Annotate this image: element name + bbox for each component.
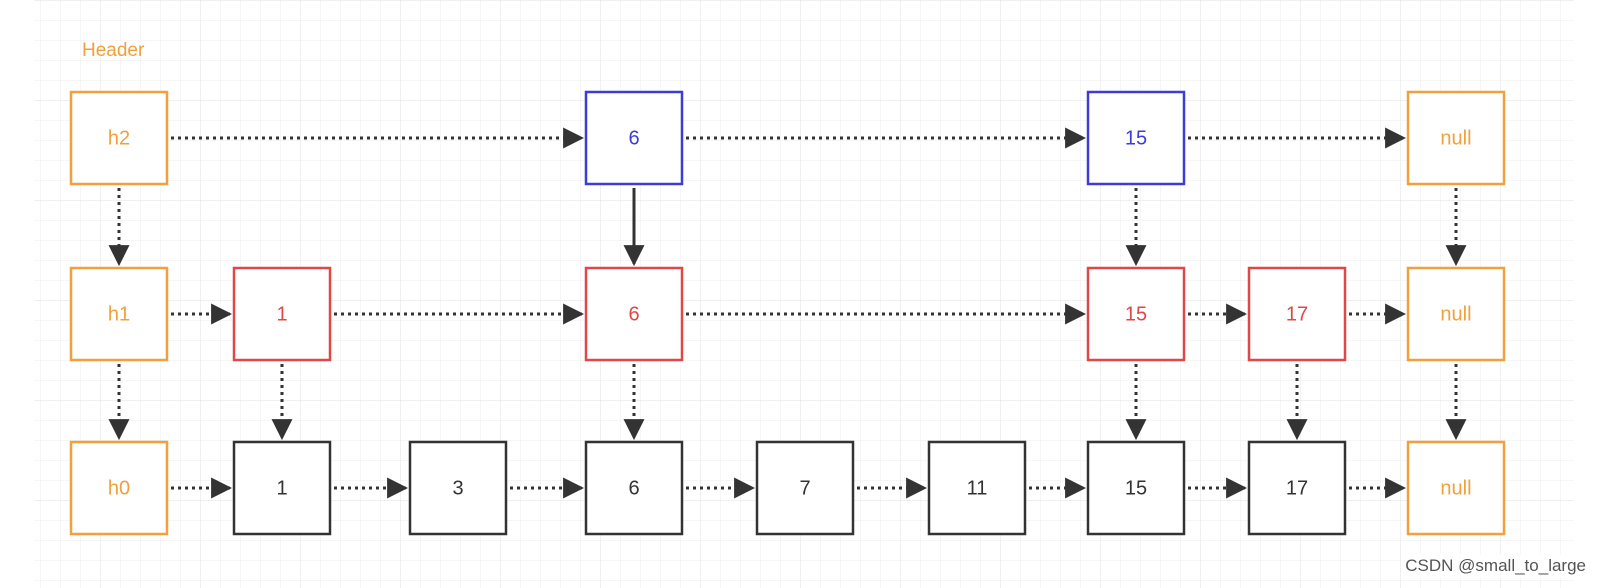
h2-head-head-label: h2 <box>108 127 130 149</box>
h1-head-head: h1 <box>69 266 169 362</box>
h1-node-17-label: 17 <box>1286 303 1308 325</box>
nodes: h2 6 15 null h1 1 6 15 17 null h0 1 3 6 7 11 15 17 null <box>69 90 1506 536</box>
edges <box>108 127 1467 499</box>
h0-node-7: 7 <box>755 440 855 536</box>
h1-node-6-box <box>584 266 684 362</box>
h1-head-head-box <box>69 266 169 362</box>
h2-node-6-box <box>584 90 684 186</box>
h1-node-15-label: 15 <box>1125 303 1147 325</box>
h2-tail-tail-box <box>1406 90 1506 186</box>
h0-node-1: 1 <box>232 440 332 536</box>
h1-tail-tail-label: null <box>1440 303 1471 325</box>
h0-node-6: 6 <box>584 440 684 536</box>
watermark-text: CSDN @small_to_large <box>1401 554 1590 578</box>
h2-node-15: 15 <box>1086 90 1186 186</box>
h0-node-3-box <box>408 440 508 536</box>
h2-head-head: h2 <box>69 90 169 186</box>
h1-node-1-label: 1 <box>276 303 287 325</box>
h1-node-1: 1 <box>232 266 332 362</box>
h1-node-1-box <box>232 266 332 362</box>
h2-node-15-box <box>1086 90 1186 186</box>
h0-head-head-box <box>69 440 169 536</box>
h0-node-6-label: 6 <box>628 477 639 499</box>
h0-tail-tail-label: null <box>1440 477 1471 499</box>
h1-head-head-label: h1 <box>108 303 130 325</box>
h1-node-6-label: 6 <box>628 303 639 325</box>
h0-tail-tail-box <box>1406 440 1506 536</box>
h0-node-11-box <box>927 440 1027 536</box>
h0-node-3-label: 3 <box>452 477 463 499</box>
h0-node-15: 15 <box>1086 440 1186 536</box>
h2-node-6: 6 <box>584 90 684 186</box>
h0-head-head-label: h0 <box>108 477 130 499</box>
h0-node-15-box <box>1086 440 1186 536</box>
h1-node-17: 17 <box>1247 266 1347 362</box>
h1-node-6: 6 <box>584 266 684 362</box>
h1-node-15: 15 <box>1086 266 1186 362</box>
h2-node-15-label: 15 <box>1125 127 1147 149</box>
h0-node-15-label: 15 <box>1125 477 1147 499</box>
h0-node-17: 17 <box>1247 440 1347 536</box>
h2-head-head-box <box>69 90 169 186</box>
h2-tail-tail: null <box>1406 90 1506 186</box>
h0-node-17-label: 17 <box>1286 477 1308 499</box>
h2-tail-tail-label: null <box>1440 127 1471 149</box>
h1-node-17-box <box>1247 266 1347 362</box>
h1-tail-tail: null <box>1406 266 1506 362</box>
header-label: Header <box>82 40 145 61</box>
h1-node-15-box <box>1086 266 1186 362</box>
h0-node-17-box <box>1247 440 1347 536</box>
h0-node-7-label: 7 <box>799 477 810 499</box>
h0-node-11-label: 11 <box>967 477 988 499</box>
h0-node-7-box <box>755 440 855 536</box>
h0-node-3: 3 <box>408 440 508 536</box>
h0-tail-tail: null <box>1406 440 1506 536</box>
h2-node-6-label: 6 <box>628 127 639 149</box>
h0-head-head: h0 <box>69 440 169 536</box>
h0-node-11: 11 <box>927 440 1027 536</box>
h0-node-6-box <box>584 440 684 536</box>
h0-node-1-box <box>232 440 332 536</box>
h1-tail-tail-box <box>1406 266 1506 362</box>
h0-node-1-label: 1 <box>276 477 287 499</box>
